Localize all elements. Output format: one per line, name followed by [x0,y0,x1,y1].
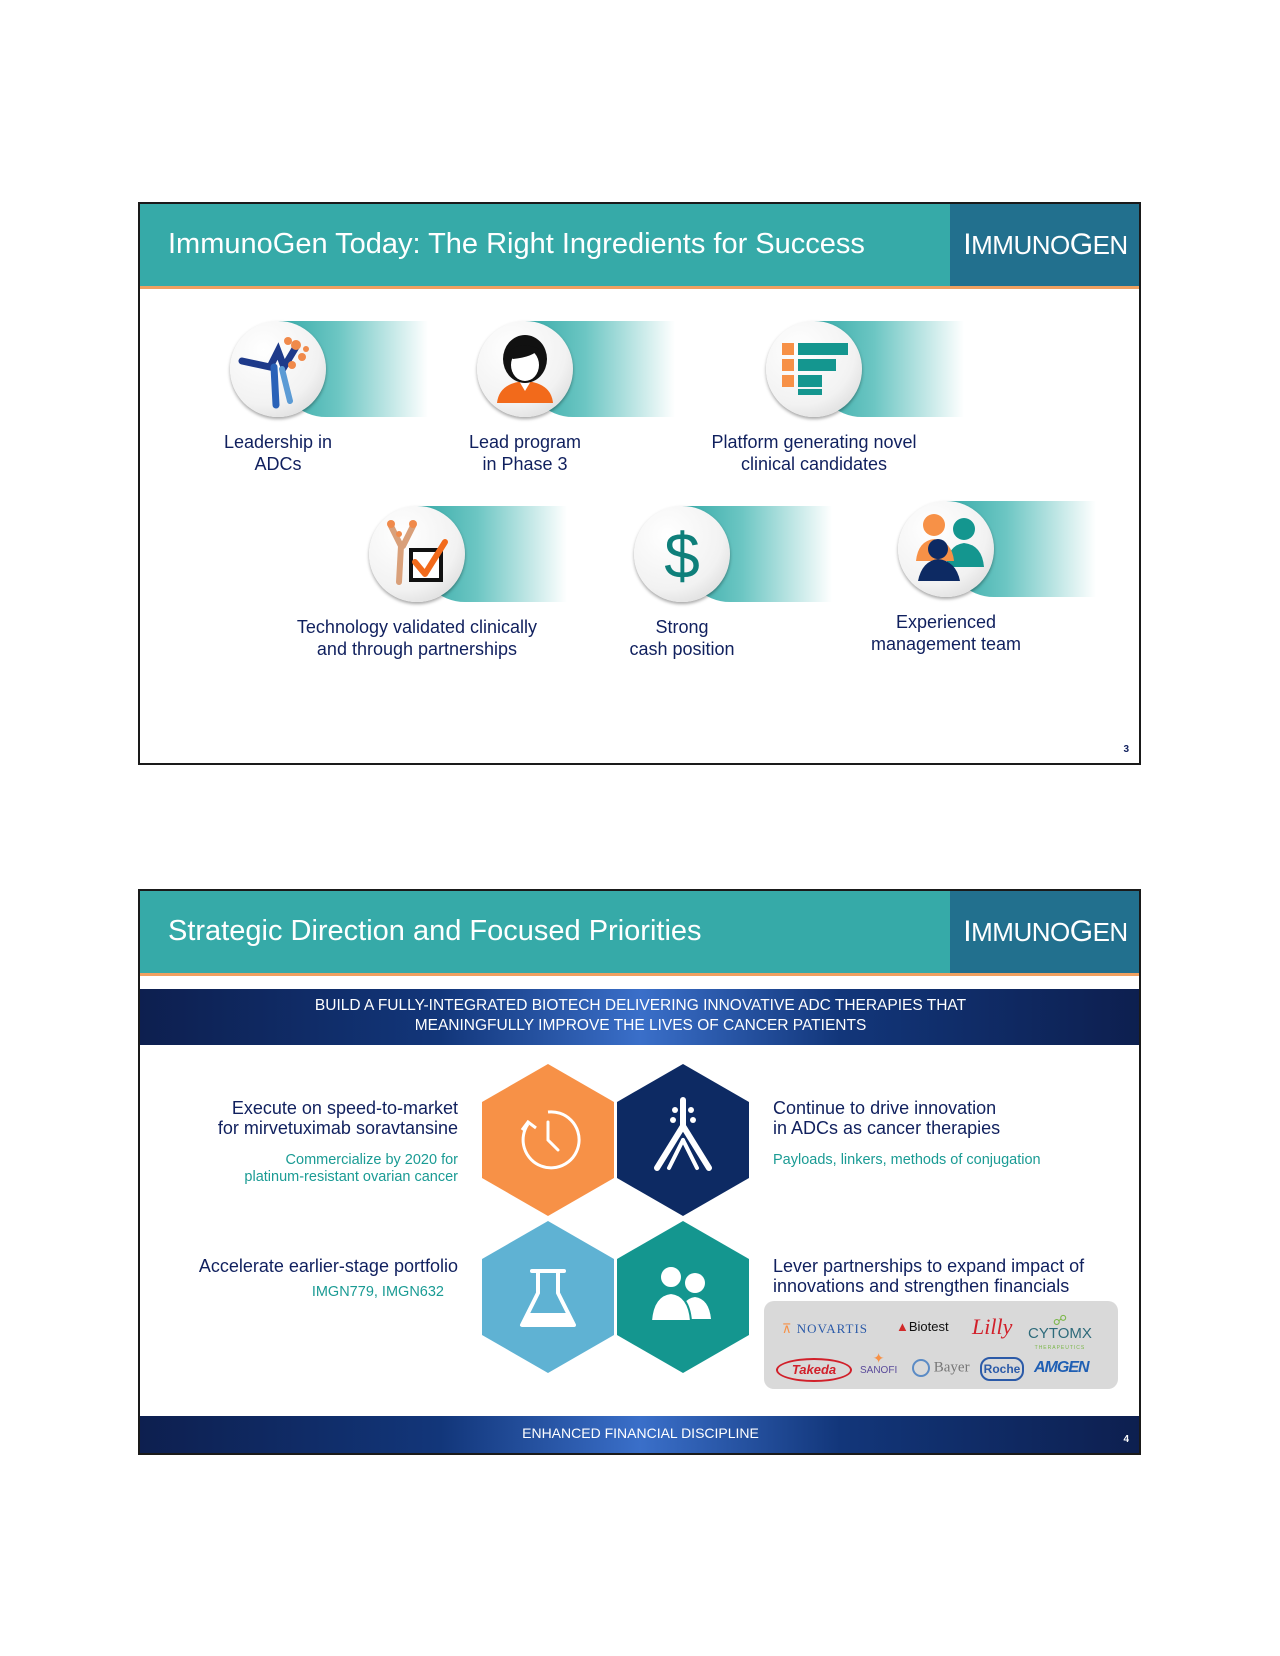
flask-icon [520,1269,576,1327]
priority-bottom-left-heading: Accelerate earlier-stage portfolio [198,1256,458,1276]
slide-title: ImmunoGen Today: The Right Ingredients f… [168,228,865,260]
roche-logo: Roche [980,1357,1024,1381]
hex-orange-clock [482,1064,614,1216]
mission-banner: BUILD A FULLY-INTEGRATED BIOTECH DELIVER… [140,989,1139,1045]
biotest-logo: ▲Biotest [896,1319,949,1334]
hex-lightblue-flask [482,1221,614,1373]
person-icon [477,321,573,417]
header-accent-line [140,973,1139,976]
svg-text:$: $ [664,520,700,592]
page-number: 4 [1123,1434,1129,1445]
bayer-logo: Bayer [912,1359,970,1377]
dollar-icon: $ [634,506,730,602]
hex-teal-partners [617,1221,749,1373]
priority-top-right-sub: Payloads, linkers, methods of conjugatio… [773,1152,1041,1168]
platform-bars-icon [766,321,862,417]
antibody-icon [230,321,326,417]
cytomx-logo: ☍ CYTOMX THERAPEUTICS [1028,1312,1092,1351]
slide-header: Strategic Direction and Focused Prioriti… [140,891,1139,973]
partner-logos-panel: ⊼ NOVARTIS ▲Biotest Lilly ☍ CYTOMX THERA… [764,1301,1118,1389]
page-number: 3 [1123,744,1129,755]
priority-bottom-left-sub: IMGN779, IMGN632 [311,1284,444,1300]
slide-3: ImmunoGen Today: The Right Ingredients f… [138,202,1141,765]
novartis-logo: ⊼ NOVARTIS [782,1321,869,1336]
mission-line-2: MEANINGFULLY IMPROVE THE LIVES OF CANCER… [414,1017,867,1034]
financial-discipline-banner: ENHANCED FINANCIAL DISCIPLINE [140,1416,1139,1453]
hex-navy-antibody [617,1064,749,1216]
checkbox-antibody-icon [369,506,465,602]
slide-title: Strategic Direction and Focused Prioriti… [168,915,702,947]
header-accent-line [140,286,1139,289]
antibody-icon [654,1097,712,1171]
amgen-logo: AMGEN [1034,1359,1090,1376]
team-icon [898,501,994,597]
lilly-logo: Lilly [972,1314,1013,1339]
slide-header: ImmunoGen Today: The Right Ingredients f… [140,204,1139,286]
clock-icon [520,1110,581,1170]
partners-icon [649,1265,711,1322]
mission-line-1: BUILD A FULLY-INTEGRATED BIOTECH DELIVER… [314,997,967,1014]
slide-4: Strategic Direction and Focused Prioriti… [138,889,1141,1455]
sanofi-logo: ✦ SANOFI [860,1350,898,1376]
takeda-logo: Takeda [776,1358,852,1382]
